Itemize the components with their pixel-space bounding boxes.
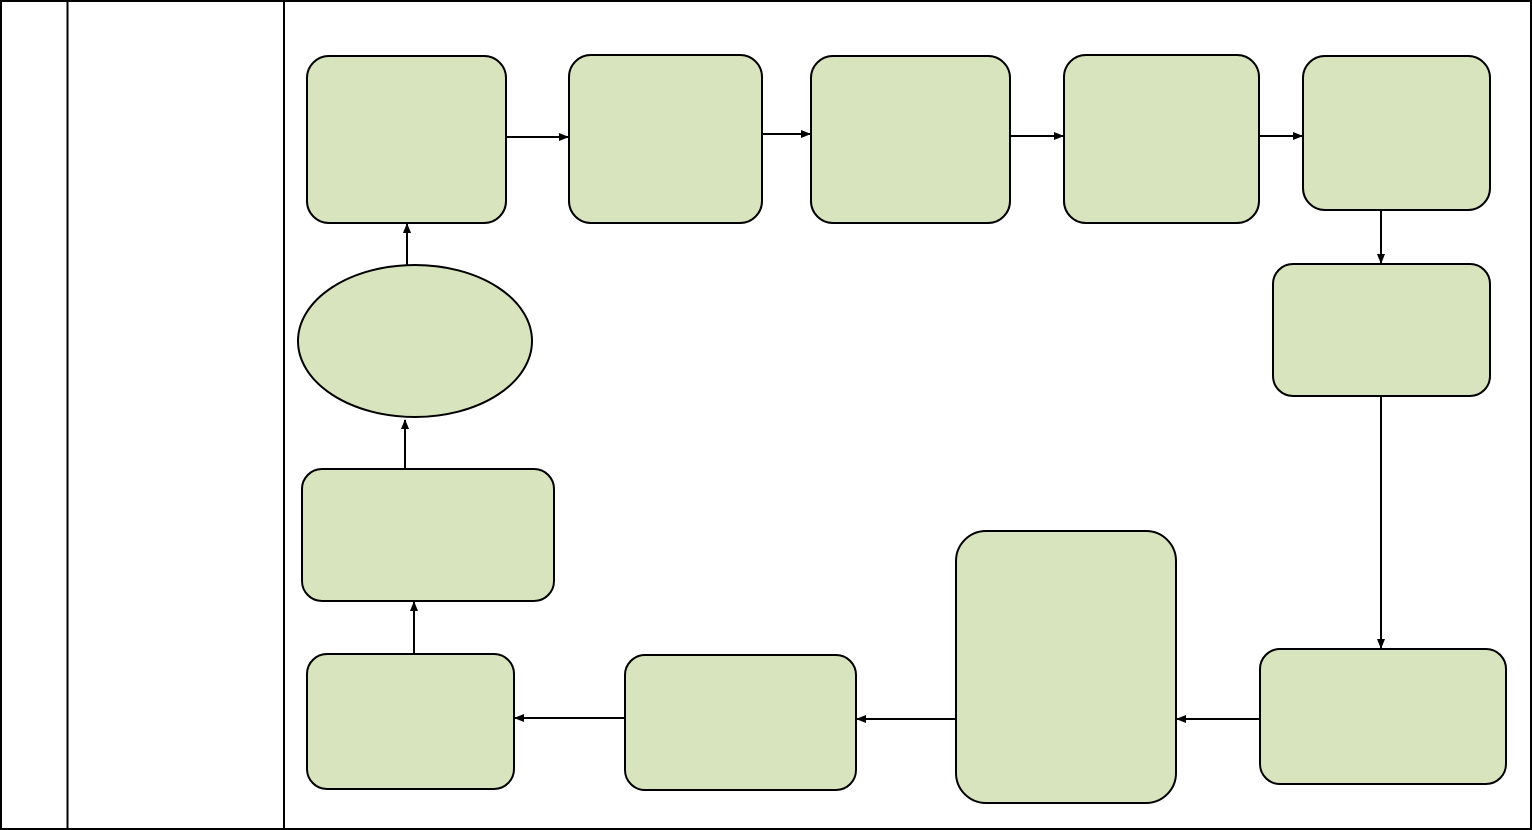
- process-step-9: [624, 654, 857, 791]
- process-step-11: [301, 468, 555, 602]
- process-step-5: [1302, 55, 1491, 211]
- process-step-2: [568, 54, 763, 224]
- process-step-4: [1063, 54, 1260, 224]
- process-step-3: [810, 55, 1011, 224]
- process-step-8: [955, 530, 1177, 804]
- start-ellipse-node: [297, 264, 533, 418]
- flow-edges: [401, 130, 1385, 723]
- process-step-10: [306, 653, 515, 790]
- flow-nodes: [297, 54, 1507, 804]
- process-step-1: [306, 55, 507, 224]
- process-step-7: [1259, 648, 1507, 785]
- process-step-6: [1272, 263, 1491, 397]
